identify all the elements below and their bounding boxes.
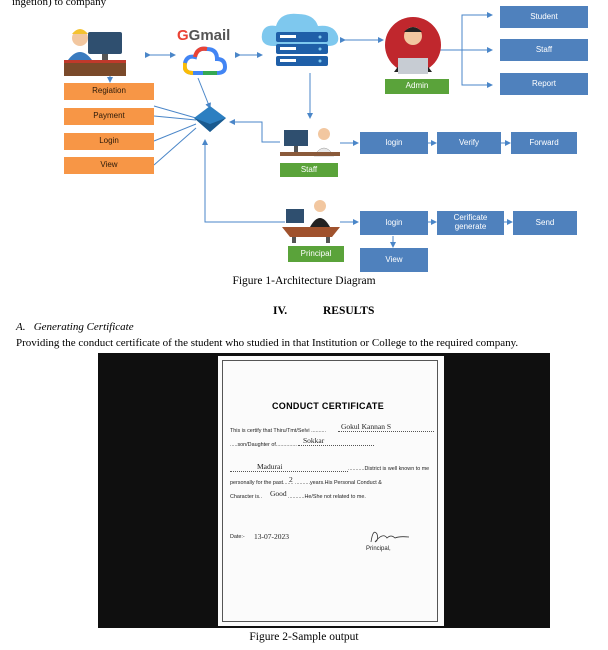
certificate-line-3: ...........District is well known to me [348,466,430,472]
admin-label: Admin [385,79,449,94]
diagram-connectors [107,12,513,248]
father-underline [298,445,374,446]
certificate-line-2: .....son/Daughter of.............. [230,442,297,448]
section-number: IV. [273,305,288,317]
view-box: View [64,157,154,174]
payment-box: Payment [64,108,154,125]
login-box: Login [64,133,154,150]
section-title: RESULTS [323,305,375,317]
principal-login-box: login [360,211,428,235]
gmail-label: GGmail [177,27,231,44]
top-text: ingetion) to company [12,0,107,8]
body-paragraph: Providing the conduct certificate of the… [16,337,519,349]
certificate-date-label: Date:- [230,534,245,540]
subsection-heading: A. Generating Certificate [16,321,134,333]
district-underline [230,471,348,472]
principal-desk-icon [282,200,340,243]
certificate-father-name: Sokkar [303,436,325,445]
email-envelope-icon [194,106,226,132]
verify-box: Verify [437,132,501,154]
name-underline [338,431,434,432]
student-box: Student [500,6,588,28]
principal-signature-icon [370,531,410,543]
staff-desk-icon [280,128,340,157]
certificate-line-1: This is certify that Thiru/Tmt/Selvi ...… [230,428,327,434]
principal-view-box: View [360,248,428,272]
figure1-caption: Figure 1-Architecture Diagram [232,275,376,287]
gmail-text: Gmail [188,27,231,44]
registration-box: Regiation [64,83,154,100]
certificate-years: 2 [289,475,293,484]
certificate-principal-label: Principal, [366,546,391,552]
certificate-district: Madurai [257,462,283,471]
certificate-line-5-start: Character is.. [230,494,263,500]
report-box: Report [500,73,588,95]
certificate-title: CONDUCT CERTIFICATE [272,401,385,411]
principal-label: Principal [288,246,344,262]
certificate-line-4-start: personally for the past....... [230,480,294,486]
admin-icon [385,17,441,74]
certificate-border [222,360,438,622]
certificate-date: 13-07-2023 [254,532,289,541]
send-box: Send [513,211,577,235]
google-cloud-icon [183,46,227,75]
certificate-line-5-end: ...........He/She not related to me. [288,494,366,500]
staff-login-box: login [360,132,428,154]
certificate-generate-box: Cerificate generate [437,211,504,235]
staff-box: Staff [500,39,588,61]
user-desk-icon [64,29,126,76]
certificate-student-name: Gokul Kannan S [341,422,391,431]
certificate-page [218,356,444,626]
staff-label: Staff [280,163,338,177]
cloud-server-icon [261,13,339,66]
figure2-caption: Figure 2-Sample output [249,631,359,643]
certificate-character: Good [270,489,287,498]
forward-box: Forward [511,132,577,154]
certificate-line-4-end: ..........years.His Personal Conduct & [295,480,382,486]
